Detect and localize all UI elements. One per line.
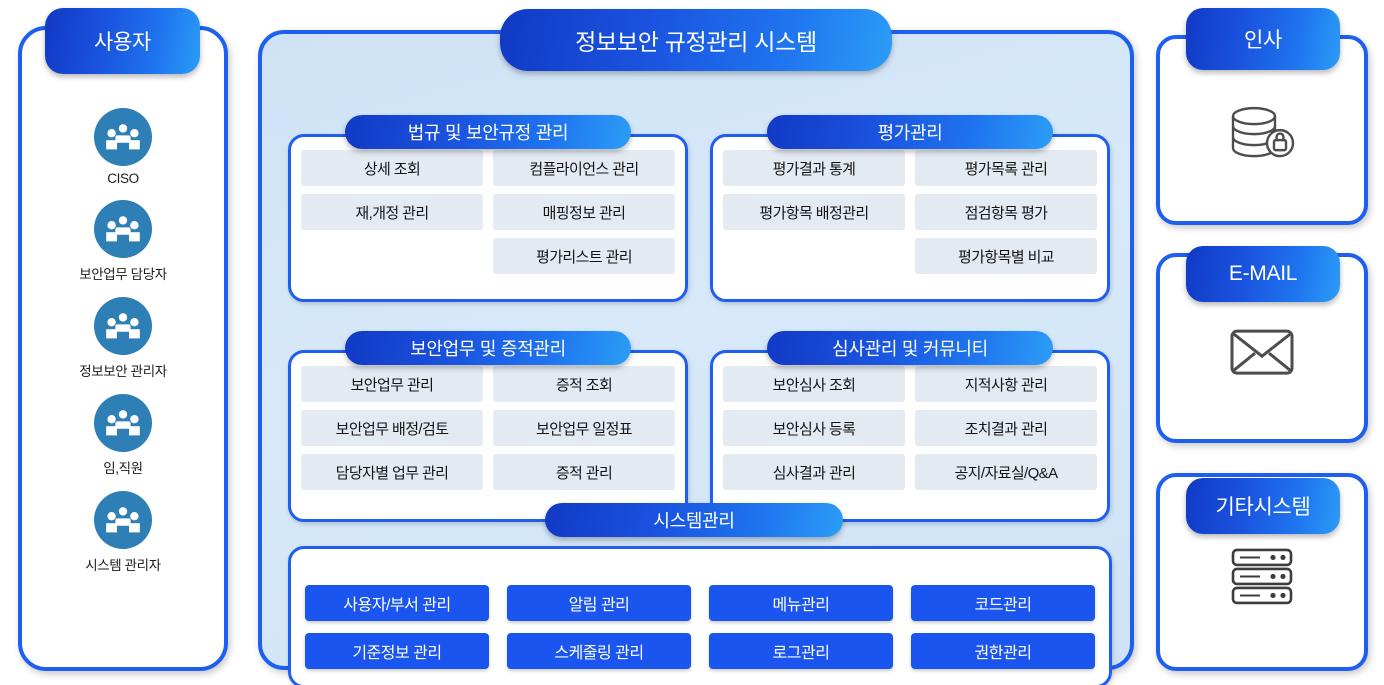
module-item[interactable]: 증적 관리 [493, 454, 675, 490]
section-title-audit-community: 심사관리 및 커뮤니티 [767, 331, 1053, 365]
user-role-label: 정보보안 관리자 [79, 364, 167, 379]
external-system-etc-title: 기타시스템 [1186, 478, 1340, 534]
module-item[interactable]: 심사결과 관리 [723, 454, 905, 490]
user-role-label: 시스템 관리자 [85, 558, 161, 573]
module-item[interactable]: 담당자별 업무 관리 [301, 454, 483, 490]
module-item[interactable]: 평가항목별 비교 [915, 238, 1097, 274]
system-management-button[interactable]: 사용자/부서 관리 [305, 585, 489, 621]
section-title-system-management: 시스템관리 [545, 503, 843, 537]
main-board-title: 정보보안 규정관리 시스템 [500, 9, 892, 71]
system-management-button[interactable]: 스케줄링 관리 [507, 633, 691, 669]
system-management-button[interactable]: 권한관리 [911, 633, 1095, 669]
module-item[interactable]: 상세 조회 [301, 150, 483, 186]
system-management-button[interactable]: 로그관리 [709, 633, 893, 669]
user-role-label: 보안업무 담당자 [79, 267, 167, 282]
system-management-button[interactable]: 코드관리 [911, 585, 1095, 621]
module-item-placeholder [723, 238, 905, 274]
users-group-icon [94, 200, 152, 258]
user-role-item[interactable]: CISO [22, 108, 224, 186]
module-item[interactable]: 평가항목 배정관리 [723, 194, 905, 230]
system-management-button[interactable]: 기준정보 관리 [305, 633, 489, 669]
user-role-item[interactable]: 정보보안 관리자 [22, 297, 224, 380]
module-item[interactable]: 점검항목 평가 [915, 194, 1097, 230]
module-item[interactable]: 보안심사 등록 [723, 410, 905, 446]
module-item[interactable]: 지적사항 관리 [915, 366, 1097, 402]
users-group-icon [94, 491, 152, 549]
section-title-security-tasks: 보안업무 및 증적관리 [345, 331, 631, 365]
module-item[interactable]: 보안업무 배정/검토 [301, 410, 483, 446]
users-panel-title: 사용자 [45, 8, 200, 74]
module-item[interactable]: 보안업무 일정표 [493, 410, 675, 446]
envelope-icon [1160, 326, 1364, 378]
module-item[interactable]: 재,개정 관리 [301, 194, 483, 230]
module-item[interactable]: 공지/자료실/Q&A [915, 454, 1097, 490]
user-role-label: 임,직원 [103, 461, 143, 476]
module-item-placeholder [301, 238, 483, 274]
system-management-button[interactable]: 메뉴관리 [709, 585, 893, 621]
module-item[interactable]: 보안심사 조회 [723, 366, 905, 402]
module-item[interactable]: 평가결과 통계 [723, 150, 905, 186]
external-system-email-title: E-MAIL [1186, 246, 1340, 302]
module-item[interactable]: 평가목록 관리 [915, 150, 1097, 186]
server-rack-icon [1160, 546, 1364, 608]
module-item[interactable]: 매핑정보 관리 [493, 194, 675, 230]
module-item[interactable]: 평가리스트 관리 [493, 238, 675, 274]
user-role-item[interactable]: 보안업무 담당자 [22, 200, 224, 283]
section-title-regulations: 법규 및 보안규정 관리 [345, 115, 631, 149]
users-group-icon [94, 394, 152, 452]
section-title-evaluation: 평가관리 [767, 115, 1053, 149]
database-lock-icon [1160, 103, 1364, 167]
system-management-button[interactable]: 알림 관리 [507, 585, 691, 621]
users-group-icon [94, 108, 152, 166]
module-item[interactable]: 증적 조회 [493, 366, 675, 402]
module-item[interactable]: 보안업무 관리 [301, 366, 483, 402]
user-role-item[interactable]: 시스템 관리자 [22, 491, 224, 574]
module-item[interactable]: 컴플라이언스 관리 [493, 150, 675, 186]
users-group-icon [94, 297, 152, 355]
user-role-label: CISO [107, 171, 139, 186]
module-item[interactable]: 조치결과 관리 [915, 410, 1097, 446]
user-role-item[interactable]: 임,직원 [22, 394, 224, 477]
external-system-hr-title: 인사 [1186, 8, 1340, 70]
